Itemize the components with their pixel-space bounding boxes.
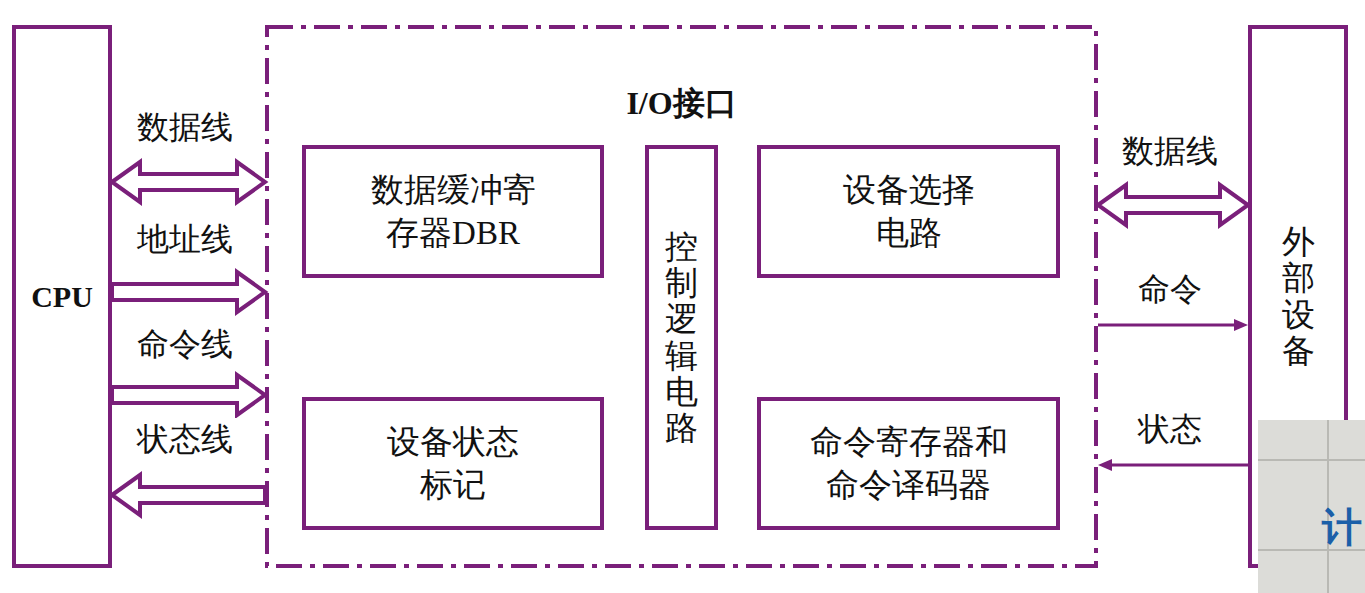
overlay-glyph: 计 <box>1322 500 1362 555</box>
box-label: 数据缓冲寄存器DBR <box>358 169 548 255</box>
io-interface-region: I/O接口数据缓冲寄存器DBR 控制逻辑电路 设备选择电路设备状态标记 命令寄存器和命… <box>265 25 1098 568</box>
arrow-head <box>1234 319 1248 331</box>
bus-arrow <box>112 272 265 312</box>
line-label: 命令线 <box>133 323 237 367</box>
bus-arrow-outline <box>112 375 265 415</box>
line-label: 命令 <box>1134 268 1206 312</box>
status-flag-box: 设备状态标记 <box>302 397 604 530</box>
cpu-box: CPU <box>12 25 112 568</box>
bus-arrow-outline <box>112 272 265 312</box>
signal-line <box>1098 324 1234 327</box>
bus-arrow-outline <box>112 162 265 202</box>
arrow-head <box>1098 459 1112 471</box>
line-label: 地址线 <box>133 218 237 262</box>
box-label: 设备状态标记 <box>383 421 523 507</box>
box-label: 命令寄存器和命令译码器 <box>806 421 1011 507</box>
webcam-tile-line <box>1258 459 1365 461</box>
bus-arrow <box>112 475 265 515</box>
signal-arrow <box>1098 459 1248 471</box>
webcam-ground <box>1258 420 1365 593</box>
box-label: CPU <box>31 280 93 314</box>
bus-arrow <box>1098 185 1248 225</box>
register-box: 数据缓冲寄存器DBR <box>302 145 604 278</box>
signal-line <box>1112 464 1248 467</box>
bus-arrow <box>112 162 265 202</box>
line-label: 状态 <box>1134 408 1206 452</box>
control-logic-box: 控制逻辑电路 <box>645 145 718 530</box>
bus-arrow-outline <box>1098 185 1248 225</box>
line-label: 状态线 <box>133 418 237 462</box>
bus-arrow <box>112 375 265 415</box>
line-label: 数据线 <box>1118 130 1222 174</box>
line-label: 数据线 <box>133 106 237 150</box>
device-select-box: 设备选择电路 <box>757 145 1060 278</box>
signal-arrow <box>1098 319 1248 331</box>
box-label: 外部设备 <box>1282 224 1315 369</box>
bus-arrow-outline <box>112 475 265 515</box>
command-register-box: 命令寄存器和命令译码器 <box>757 397 1060 530</box>
box-label: 设备选择电路 <box>839 169 979 255</box>
region-title: I/O接口 <box>265 83 1098 125</box>
box-label: 控制逻辑电路 <box>665 229 698 447</box>
